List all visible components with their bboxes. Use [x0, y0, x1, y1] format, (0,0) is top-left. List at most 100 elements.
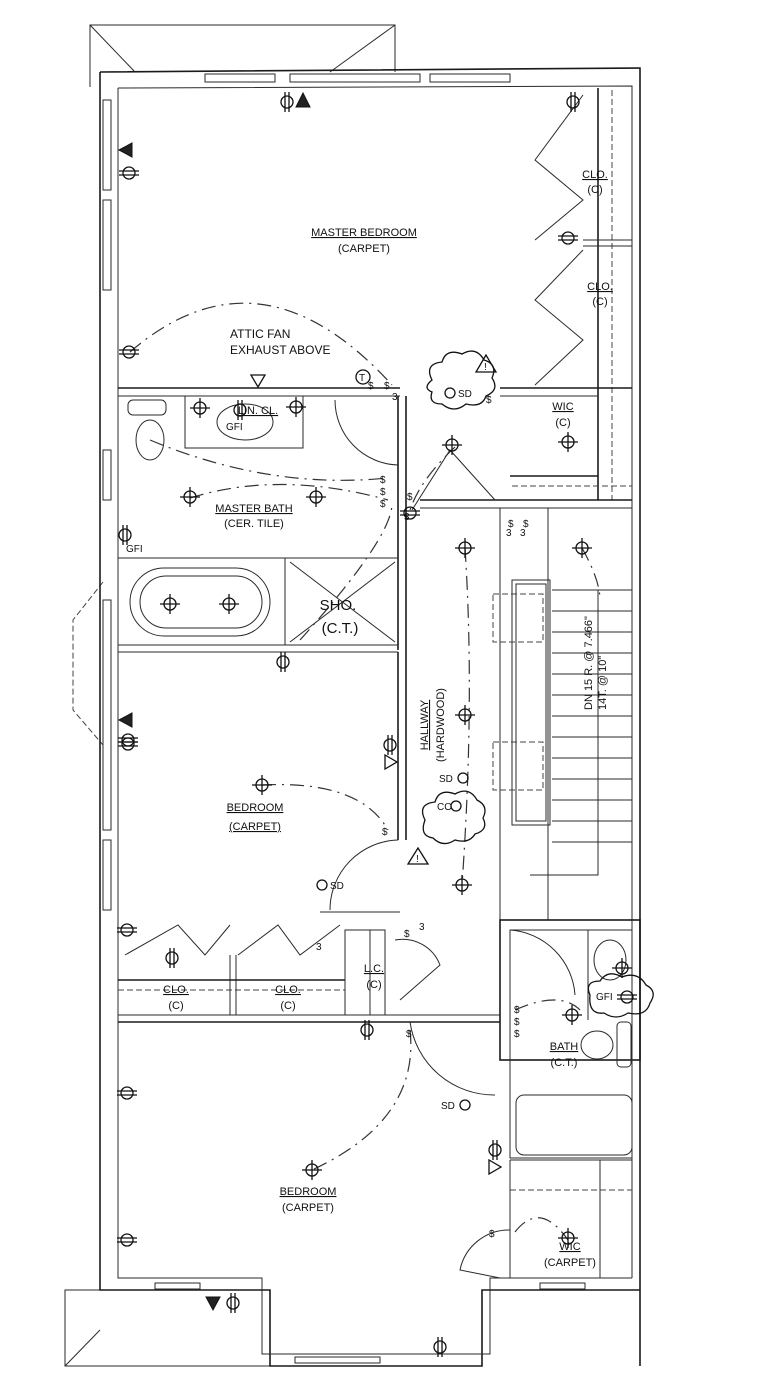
- tv-cable-jack-icon: [205, 1296, 221, 1312]
- switch-icon: $: [514, 1029, 520, 1040]
- room-name-wic-upper: WIC: [552, 401, 573, 413]
- room-name-master-bath: MASTER BATH: [215, 503, 292, 515]
- sd-hall: SD: [439, 772, 469, 785]
- room-finish-clo-2: (C): [592, 296, 607, 308]
- room-name-wic-lower: WIC: [559, 1241, 580, 1253]
- sd-bedroom3: SD: [441, 1099, 471, 1112]
- warning-master: !: [474, 353, 498, 373]
- duplex-outlet-icon: [118, 733, 138, 747]
- switch-icon: $: [489, 1229, 495, 1240]
- roof-overhang-bottom: [64, 1289, 270, 1367]
- room-finish-shower: (C.T.): [322, 620, 359, 637]
- duplex-outlet-icon: [117, 1233, 137, 1247]
- duplex-outlet-icon: [226, 1293, 240, 1313]
- ceiling-light-icon: [180, 487, 200, 507]
- toilet-tank: [127, 399, 167, 416]
- gfi-label-master-bath: GFI: [126, 544, 143, 555]
- fixtures: [127, 399, 632, 1068]
- room-name-bedroom-3: BEDROOM: [280, 1186, 337, 1198]
- thermostat-label: T: [359, 373, 365, 384]
- room-finish-wic-lower: (CARPET): [544, 1257, 596, 1269]
- outlets-layer: [117, 92, 637, 1357]
- switch-icon: $: [380, 487, 386, 498]
- duplex-outlet-icon: [617, 990, 637, 1004]
- switch-icon: $: [514, 1017, 520, 1028]
- tv-cable-jack-icon: [117, 712, 133, 728]
- duplex-outlet-icon: [117, 923, 137, 937]
- ceiling-light-icon: [219, 594, 239, 614]
- room-finish-clo-1: (C): [587, 184, 602, 196]
- bath-toilet: [580, 1030, 614, 1060]
- co-label: CO: [437, 802, 452, 813]
- three-way-mark: 3: [506, 528, 512, 539]
- bath-sink: [593, 939, 627, 981]
- sd-bedroom2: SD: [316, 879, 344, 892]
- switch-icon: $: [407, 492, 413, 503]
- three-way-mark: 3: [316, 942, 322, 953]
- duplex-outlet-icon: [119, 166, 139, 180]
- smoke-detector-master: SD: [426, 350, 496, 410]
- room-finish-lc: (C): [366, 979, 381, 991]
- co-detector-hall: CO: [421, 790, 486, 845]
- phone-data-jack-icon: [384, 753, 399, 771]
- room-finish-bedroom-3: (CARPET): [282, 1202, 334, 1214]
- ceiling-light-icon: [612, 958, 632, 978]
- switch-icon: $: [486, 395, 492, 406]
- duplex-outlet-icon: [119, 345, 139, 359]
- duplex-outlet-icon: [566, 92, 580, 112]
- sd-label: SD: [458, 389, 472, 400]
- circuit-wiring: [129, 302, 601, 1241]
- room-finish-wic-upper: (C): [555, 417, 570, 429]
- switch-icon: $: [514, 1005, 520, 1016]
- ceiling-light-icon: [302, 1160, 322, 1180]
- duplex-outlet-icon: [360, 1020, 374, 1040]
- sd-label: SD: [330, 881, 344, 892]
- ceiling-light-icon: [306, 487, 326, 507]
- exterior-walls: [99, 67, 641, 1367]
- room-name-lin-cl: LIN. CL.: [238, 405, 278, 417]
- room-finish-clo-4: (C): [280, 1000, 295, 1012]
- toilet-bowl: [135, 419, 165, 461]
- ceiling-light-icon: [252, 775, 272, 795]
- duplex-outlet-icon: [400, 506, 420, 520]
- duplex-outlet-icon: [276, 652, 290, 672]
- stair-rise-label: DN 15 R. @ 7.466": [583, 616, 595, 710]
- room-name-lc: L.C.: [364, 963, 384, 975]
- sd-label: SD: [439, 774, 453, 785]
- ceiling-light-icon: [455, 538, 475, 558]
- ceiling-light-icon: [562, 1005, 582, 1025]
- room-finish-master-bath: (CER. TILE): [224, 518, 284, 530]
- three-way-mark: 3: [392, 392, 398, 403]
- room-finish-hallway: (HARDWOOD): [435, 688, 447, 762]
- room-finish-bedroom-2: (CARPET): [229, 821, 281, 833]
- switch-icon: $: [404, 929, 410, 940]
- thermostat: T: [355, 369, 371, 385]
- interior-walls: [118, 88, 641, 1278]
- gfi-label-bath: GFI: [596, 992, 613, 1003]
- switch-icon: $: [384, 381, 390, 392]
- room-name-clo-1: CLO.: [582, 169, 608, 181]
- phone-data-jack-icon: [249, 374, 267, 389]
- room-finish-master-bedroom: (CARPET): [338, 243, 390, 255]
- duplex-outlet-icon: [280, 92, 294, 112]
- switch-icon: $: [523, 519, 529, 530]
- attic-fan-exhaust-label: EXHAUST ABOVE: [230, 343, 330, 357]
- stair-tread-label: 14T. @ 10": [597, 656, 609, 710]
- switch-icon: $: [508, 519, 514, 530]
- room-labels: MASTER BEDROOM (CARPET) CLO. (C) CLO. (C…: [163, 169, 613, 1269]
- room-name-hallway: HALLWAY: [419, 699, 431, 750]
- tv-cable-jack-icon: [295, 91, 311, 108]
- stair-treads: [552, 589, 632, 843]
- room-name-bath: BATH: [550, 1041, 579, 1053]
- ceiling-light-icon: [160, 594, 180, 614]
- duplex-outlet-icon: [488, 1140, 502, 1160]
- phone-data-jack-icon: [488, 1158, 503, 1176]
- room-finish-clo-3: (C): [168, 1000, 183, 1012]
- annotations: ATTIC FAN EXHAUST ABOVE DN 15 R. @ 7.466…: [126, 327, 613, 1003]
- bathtub: [129, 567, 271, 637]
- warning-mark: !: [416, 854, 419, 865]
- duplex-outlet-icon: [118, 737, 138, 751]
- three-way-mark: 3: [404, 512, 410, 523]
- room-name-clo-2: CLO.: [587, 281, 613, 293]
